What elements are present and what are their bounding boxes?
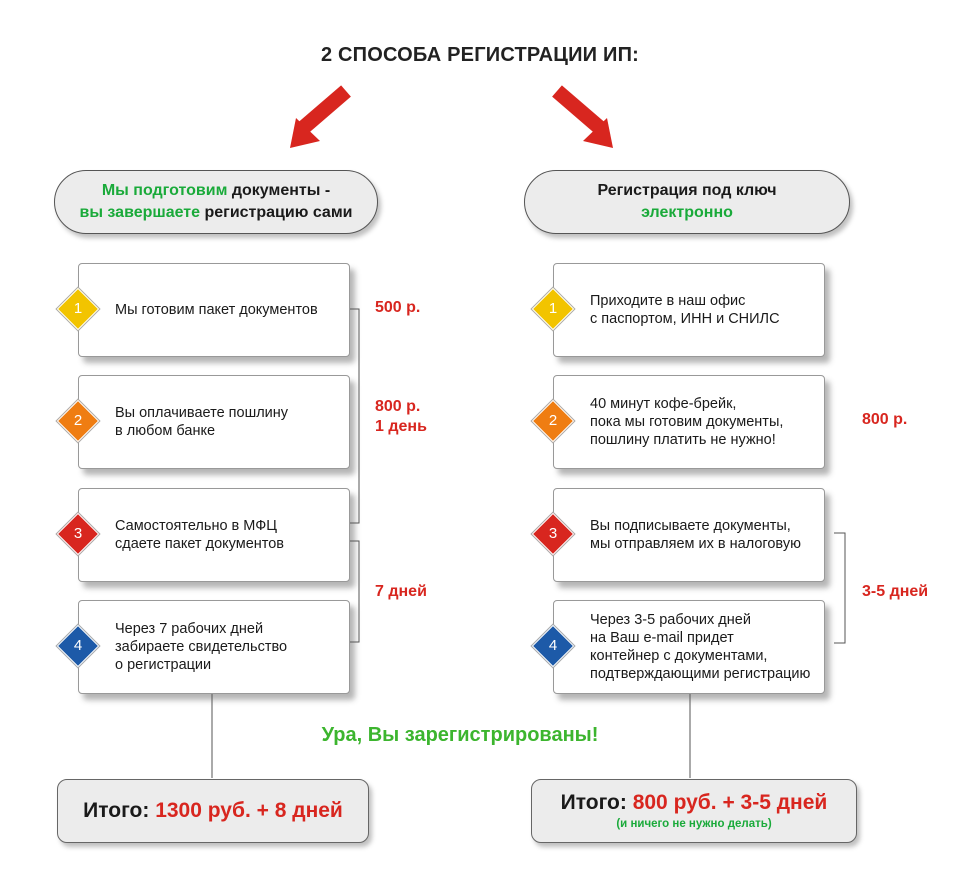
- step-text-line: 40 минут кофе-брейк,: [590, 396, 737, 412]
- left-step-1: Мы готовим пакет документов: [78, 263, 350, 357]
- left-total: Итого: 1300 руб. + 8 дней: [57, 779, 369, 843]
- step-text-line: контейнер с документами,: [590, 648, 768, 664]
- success-message: Ура, Вы зарегистрированы!: [321, 724, 599, 746]
- left-total-value: 1300 руб. + 8 дней: [155, 799, 343, 822]
- right-total-value: 800 руб. + 3-5 дней: [632, 791, 828, 814]
- right-step-3-number: 3: [548, 525, 558, 542]
- left-step-4-number: 4: [73, 637, 83, 654]
- right-arrow-icon: [552, 85, 613, 148]
- step-text-line: о регистрации: [115, 657, 212, 673]
- right-step-1-number: 1: [548, 300, 558, 317]
- left-step-4: Через 7 рабочих дней забираете свидетельс…: [78, 600, 350, 694]
- right-step-1: Приходите в наш офис с паспортом, ИНН и С…: [553, 263, 825, 357]
- left-arrow-icon: [290, 85, 351, 148]
- step-text-line: Самостоятельно в МФЦ: [115, 518, 277, 534]
- left-step-2: Вы оплачиваете пошлину в любом банке: [78, 375, 350, 469]
- left-step-2-number: 2: [73, 412, 83, 429]
- step-text-line: Вы оплачиваете пошлину: [115, 405, 289, 421]
- step-text-line: подтверждающими регистрацию: [590, 666, 811, 682]
- right-total-label: Итого:: [560, 791, 633, 814]
- step-text-line: Мы готовим пакет документов: [115, 302, 318, 318]
- right-total: Итого: 800 руб. + 3-5 дней (и ничего не …: [531, 779, 857, 843]
- right-cost-1: 800 р.: [862, 411, 908, 428]
- left-step-3-text: Самостоятельно в МФЦ сдаете пакет докумен…: [115, 489, 339, 581]
- step-text-line: Через 7 рабочих дней: [115, 621, 264, 637]
- left-cost-2: 800 р. 1 день: [375, 398, 427, 435]
- left-cost-3: 7 дней: [375, 583, 427, 600]
- right-step-2-number: 2: [548, 412, 558, 429]
- left-step-4-text: Через 7 рабочих дней забираете свидетельс…: [115, 601, 339, 693]
- step-text-line: на Ваш e-mail придет: [590, 630, 734, 646]
- step-text-line: Через 3-5 рабочих дней: [590, 612, 751, 628]
- step-text-line: с паспортом, ИНН и СНИЛС: [590, 311, 780, 327]
- right-step-1-text: Приходите в наш офис с паспортом, ИНН и С…: [590, 264, 814, 356]
- step-text-line: Вы подписываете документы,: [590, 518, 791, 534]
- left-step-1-text: Мы готовим пакет документов: [115, 264, 339, 356]
- right-step-3-text: Вы подписываете документы, мы отправляем …: [590, 489, 814, 581]
- right-step-2: 40 минут кофе-брейк, пока мы готовим доку…: [553, 375, 825, 469]
- step-text-line: забираете свидетельство: [115, 639, 288, 655]
- left-step-2-text: Вы оплачиваете пошлину в любом банке: [115, 376, 339, 468]
- step-text-line: пока мы готовим документы,: [590, 414, 784, 430]
- right-step-4-number: 4: [548, 637, 558, 654]
- step-text-line: Приходите в наш офис: [590, 293, 746, 309]
- right-step-4-text: Через 3-5 рабочих дней на Ваш e-mail прид…: [590, 601, 814, 693]
- step-text-line: пошлину платить не нужно!: [590, 432, 776, 448]
- step-text-line: сдаете пакет документов: [115, 536, 285, 552]
- left-method-header: Мы подготовим документы - вы завершаете …: [54, 170, 378, 234]
- left-header-text-1: документы -: [227, 182, 331, 199]
- step-text-line: в любом банке: [115, 423, 216, 439]
- right-step-2-text: 40 минут кофе-брейк, пока мы готовим доку…: [590, 376, 814, 468]
- right-step-4: Через 3-5 рабочих дней на Ваш e-mail прид…: [553, 600, 825, 694]
- left-total-label: Итого:: [83, 799, 156, 822]
- right-total-note: (и ничего не нужно делать): [616, 818, 772, 830]
- left-step-3-number: 3: [73, 525, 83, 542]
- right-header-highlight: электронно: [641, 204, 733, 221]
- left-step-1-number: 1: [73, 300, 83, 317]
- right-step-3: Вы подписываете документы, мы отправляем …: [553, 488, 825, 582]
- left-header-text-2: регистрацию сами: [200, 204, 353, 221]
- left-header-highlight-1: Мы подготовим: [101, 182, 228, 199]
- step-text-line: мы отправляем их в налоговую: [590, 536, 801, 552]
- right-header-text: Регистрация под ключ: [597, 182, 777, 199]
- left-step-3: Самостоятельно в МФЦ сдаете пакет докумен…: [78, 488, 350, 582]
- right-method-header: Регистрация под ключ электронно: [524, 170, 850, 234]
- left-header-highlight-2: вы завершаете: [79, 204, 201, 221]
- right-cost-2: 3-5 дней: [862, 583, 929, 600]
- page-title: 2 СПОСОБА РЕГИСТРАЦИИ ИП:: [320, 44, 640, 66]
- left-cost-1: 500 р.: [375, 299, 421, 316]
